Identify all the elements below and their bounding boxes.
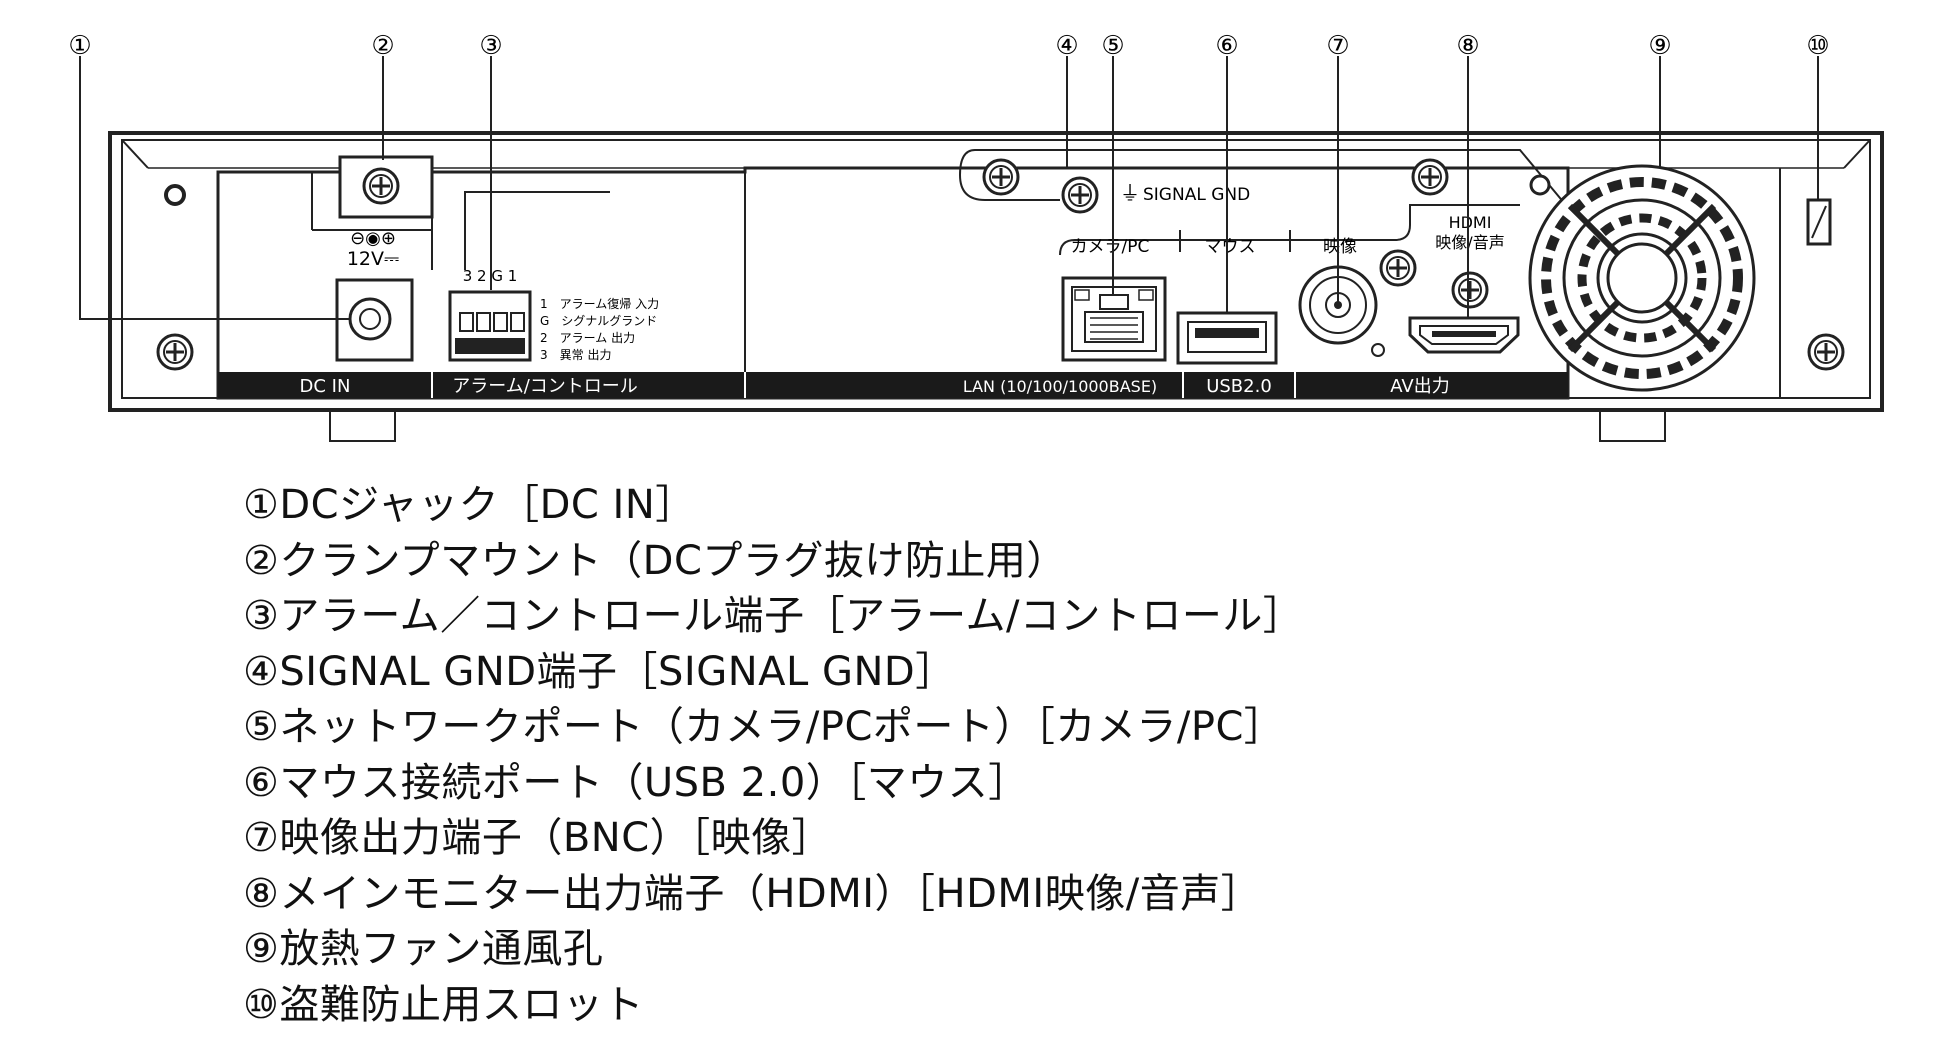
dc-voltage-label: 12V⎓	[347, 248, 399, 270]
panel-hole	[164, 184, 186, 206]
screw-icon	[1379, 249, 1417, 287]
ground-icon: ⏚	[1120, 181, 1140, 205]
leader-lines	[79, 56, 1819, 320]
callout-5: ⑤	[1101, 31, 1124, 61]
alarm-pin-2: 2 アラーム 出力	[540, 331, 635, 345]
rear-panel-diagram: DC IN アラーム/コントロール LAN (10/100/1000BASE) …	[68, 31, 1884, 442]
port-camera-label: カメラ/PC	[1071, 237, 1150, 257]
hdmi-port	[1408, 316, 1520, 354]
callout-3: ③	[479, 31, 502, 61]
strip-usb: USB2.0	[1206, 376, 1272, 397]
dc-polarity-symbol: ⊖◉⊕	[350, 228, 396, 249]
callout-4: ④	[1055, 31, 1078, 61]
legend-item: ④SIGNAL GND端子［SIGNAL GND］	[243, 648, 956, 695]
alarm-pin-3: 3 異常 出力	[540, 348, 611, 362]
legend-item: ⑩盗難防止用スロット	[243, 981, 644, 1028]
strip-dcin: DC IN	[300, 376, 351, 397]
port-hdmi-label-1: HDMI	[1449, 213, 1492, 232]
label-strip	[218, 372, 1568, 398]
component-legend: ①DCジャック［DC IN］ ②クランプマウント（DCプラグ抜け防止用） ③アラ…	[243, 478, 1303, 1033]
legend-item: ⑥マウス接続ポート（USB 2.0）［マウス］	[243, 759, 1029, 806]
callout-6: ⑥	[1215, 31, 1238, 61]
callout-7: ⑦	[1326, 31, 1349, 61]
legend-item: ②クランプマウント（DCプラグ抜け防止用）	[243, 537, 1067, 584]
screw-icon	[982, 158, 1020, 196]
callout-2: ②	[371, 31, 394, 61]
legend-item: ⑦映像出力端子（BNC）［映像］	[243, 815, 833, 861]
legend-item: ③アラーム／コントロール端子［アラーム/コントロール］	[243, 593, 1304, 639]
callout-9: ⑨	[1648, 31, 1671, 61]
alarm-pin-1: 1 アラーム復帰 入力	[540, 296, 659, 311]
screw-icon	[1807, 333, 1845, 371]
signal-gnd-label: SIGNAL GND	[1143, 185, 1250, 205]
strip-alarm: アラーム/コントロール	[452, 376, 638, 397]
legend-item: ①DCジャック［DC IN］	[243, 482, 696, 528]
legend-item: ⑨放熱ファン通風孔	[243, 926, 604, 972]
screw-icon	[1451, 271, 1489, 309]
foot-right	[1599, 407, 1666, 442]
screw-icon	[1411, 158, 1449, 196]
alarm-terminal	[448, 290, 532, 362]
strip-av: AV出力	[1390, 376, 1449, 397]
panel-hole	[1529, 174, 1551, 196]
port-video-label: 映像	[1323, 237, 1357, 257]
legend-item: ⑤ネットワークポート（カメラ/PCポート）［カメラ/PC］	[243, 704, 1285, 750]
port-hdmi-label-2: 映像/音声	[1435, 233, 1504, 252]
screw-icon	[156, 333, 194, 371]
alarm-pin-g: G シグナルグランド	[540, 314, 657, 328]
screw-icon	[1061, 176, 1099, 214]
lan-port	[1061, 276, 1167, 362]
foot-left	[329, 407, 396, 442]
usb-port	[1176, 311, 1278, 365]
callout-10: ⑩	[1806, 31, 1829, 61]
strip-lan: LAN (10/100/1000BASE)	[963, 377, 1157, 396]
callout-8: ⑧	[1456, 31, 1479, 61]
legend-item: ⑧メインモニター出力端子（HDMI）［HDMI映像/音声］	[243, 870, 1262, 917]
fan-vent	[1528, 164, 1756, 392]
clamp-mount	[311, 155, 610, 270]
port-mouse-label: マウス	[1205, 237, 1256, 257]
callout-1: ①	[68, 31, 91, 61]
